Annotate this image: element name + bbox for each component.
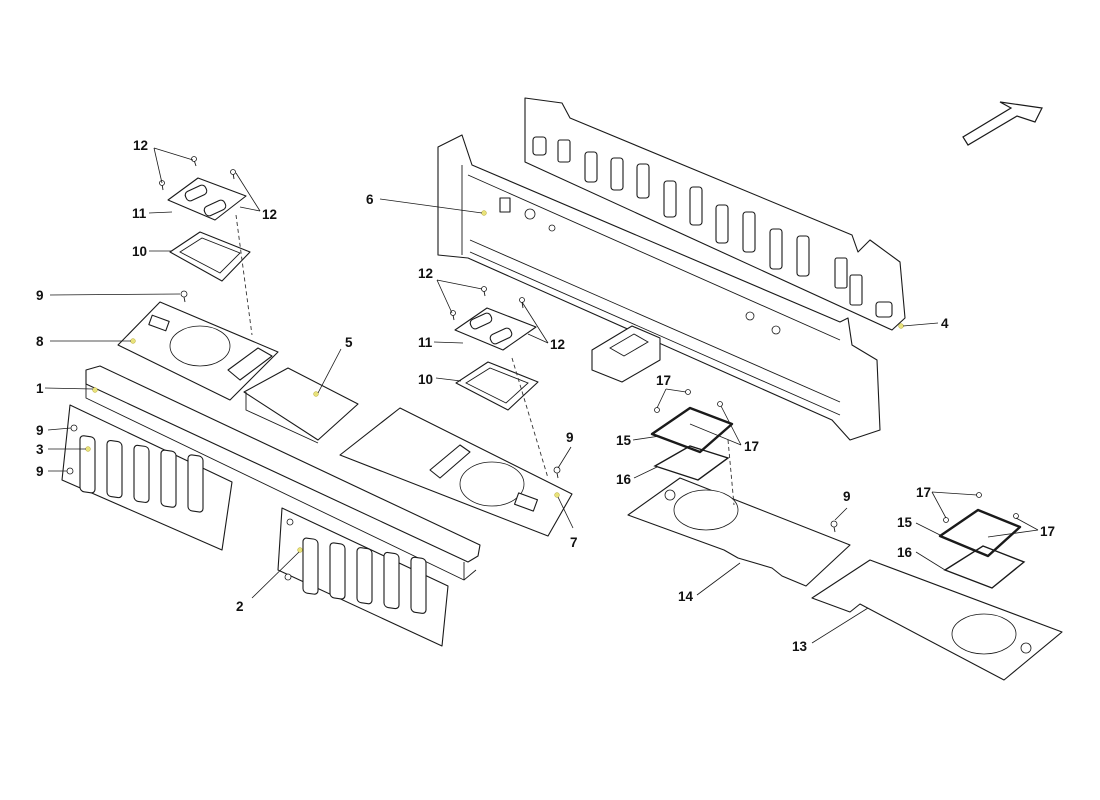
part-9-screw-c[interactable]	[66, 467, 74, 475]
part-16-seal-right[interactable]	[943, 545, 1026, 589]
callout-9: 9	[36, 288, 44, 303]
callout-7: 7	[570, 535, 578, 550]
callout-14: 14	[678, 589, 694, 604]
part-16-seal-middle[interactable]	[653, 445, 730, 481]
callout-5: 5	[345, 335, 353, 350]
callout-2: 2	[236, 599, 244, 614]
callout-12: 12	[418, 266, 433, 281]
part-2-middle-slotted-panel[interactable]	[277, 507, 449, 647]
leader-lines	[44, 147, 1039, 644]
part-11-latch-plate-top[interactable]	[167, 177, 247, 221]
callout-9: 9	[36, 423, 44, 438]
callout-15: 15	[897, 515, 913, 530]
callout-6: 6	[366, 192, 374, 207]
part-9-screw-e[interactable]	[830, 520, 838, 533]
part-7-mounting-plate[interactable]	[339, 357, 573, 537]
callout-11: 11	[418, 335, 433, 350]
callout-10: 10	[418, 372, 433, 387]
callout-8: 8	[36, 334, 44, 349]
part-17-screws-middle[interactable]	[654, 389, 723, 428]
part-9-screw-b[interactable]	[70, 424, 78, 432]
part-10-gasket-top[interactable]	[169, 231, 251, 282]
part-11-latch-plate-middle[interactable]	[454, 307, 537, 351]
callout-17: 17	[656, 373, 671, 388]
callout-15: 15	[616, 433, 632, 448]
direction-arrow-icon	[962, 101, 1043, 146]
part-13-floor-plate[interactable]	[811, 559, 1063, 681]
callout-12: 12	[262, 207, 277, 222]
callout-labels: 12 11 12 10 9 8 5 1 9 3 9 2 6 4 12 11 12…	[36, 138, 1055, 654]
callout-16: 16	[897, 545, 913, 560]
callout-9: 9	[566, 430, 574, 445]
part-1-long-beam[interactable]	[85, 365, 481, 581]
part-15-cover-right[interactable]	[938, 508, 1022, 558]
part-10-gasket-middle[interactable]	[455, 361, 539, 411]
part-9-screw-d[interactable]	[553, 466, 561, 479]
part-8-mounting-plate[interactable]	[117, 214, 279, 401]
part-14-floor-plate[interactable]	[627, 439, 851, 587]
part-4-rear-panel[interactable]	[524, 97, 906, 331]
callout-1: 1	[36, 381, 44, 396]
part-5-bracket[interactable]	[243, 367, 359, 444]
callout-11: 11	[132, 206, 147, 221]
callout-17: 17	[916, 485, 931, 500]
callout-13: 13	[792, 639, 808, 654]
callout-17: 17	[744, 439, 759, 454]
part-12-screws-top-left[interactable]	[159, 156, 236, 191]
callout-16: 16	[616, 472, 632, 487]
callout-12: 12	[550, 337, 565, 352]
callout-10: 10	[132, 244, 147, 259]
callout-17: 17	[1040, 524, 1055, 539]
callout-12: 12	[133, 138, 148, 153]
callout-3: 3	[36, 442, 44, 457]
part-15-cover-middle[interactable]	[650, 406, 734, 454]
callout-9: 9	[843, 489, 851, 504]
part-9-screw-a[interactable]	[180, 290, 188, 303]
part-3-left-slotted-panel[interactable]	[61, 404, 233, 551]
callout-4: 4	[941, 316, 949, 331]
callout-9: 9	[36, 464, 44, 479]
part-6-cross-member[interactable]	[437, 134, 881, 441]
